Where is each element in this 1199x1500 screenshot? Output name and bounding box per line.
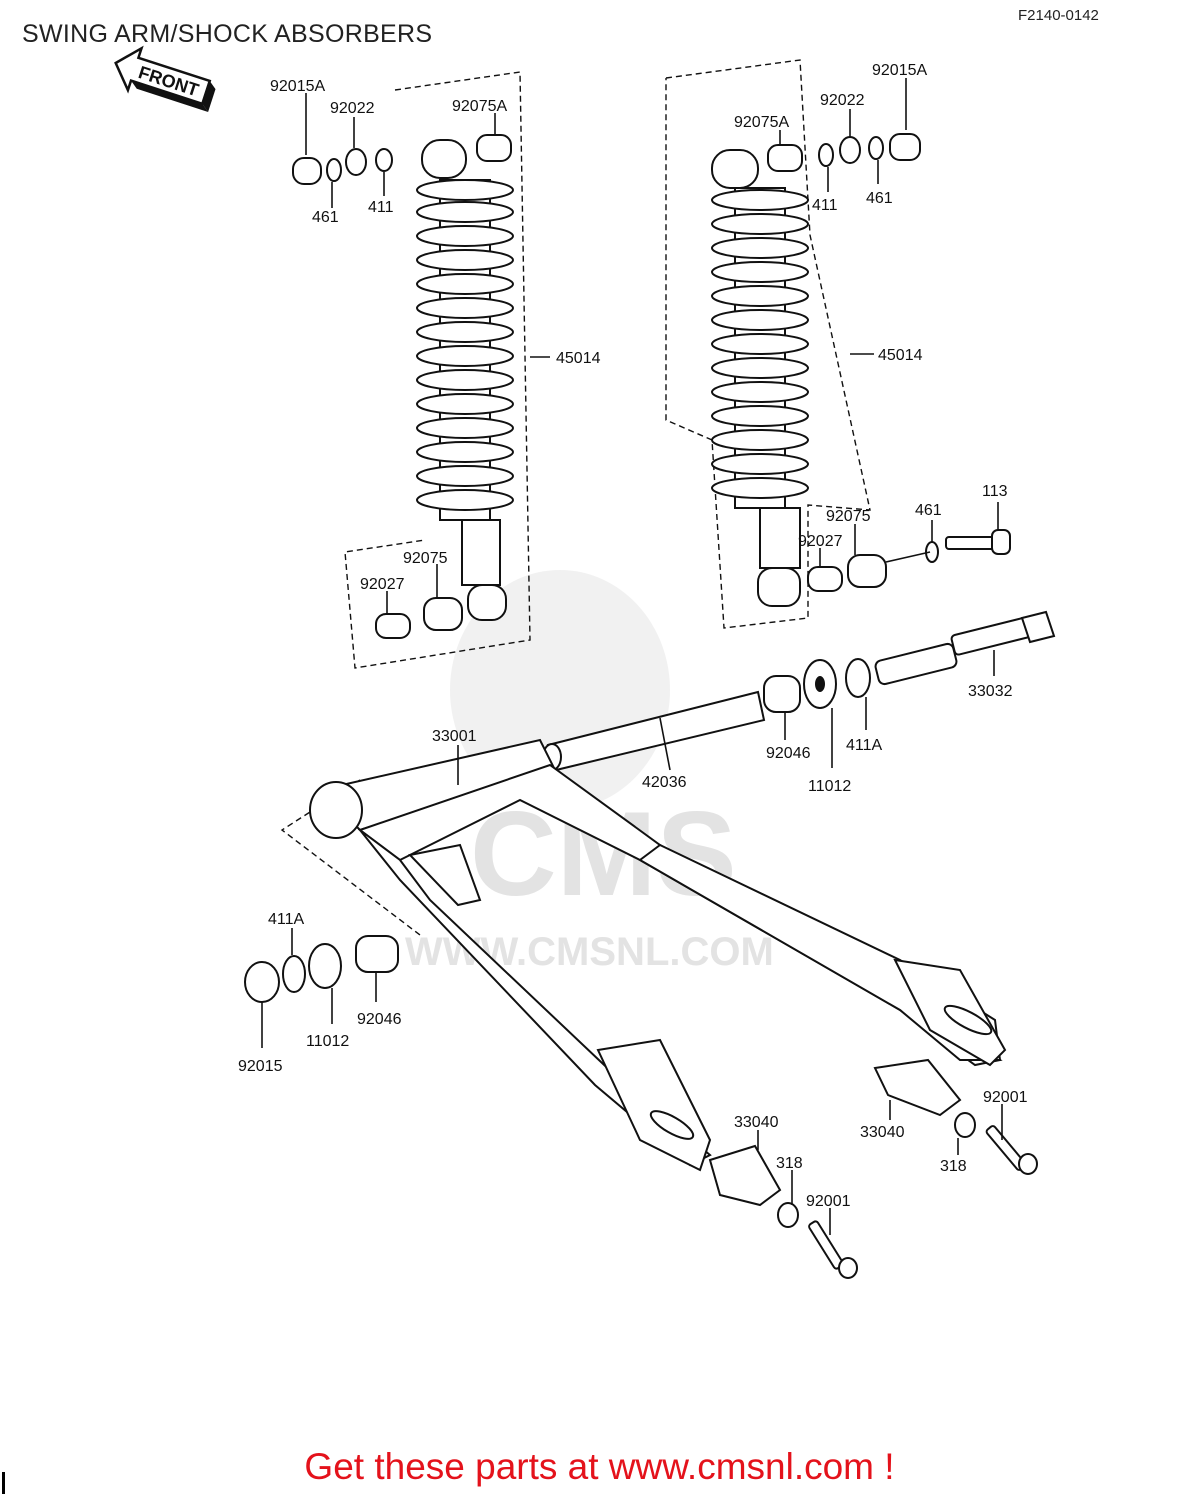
callout-92046-right: 92046 bbox=[766, 745, 811, 762]
left-shock-absorber: 92015A 92022 92075A 461 411 45014 92075 … bbox=[270, 71, 601, 669]
figure-code: F2140-0142 bbox=[1018, 7, 1099, 24]
right-shock-absorber: 92015A 92022 92075A 411 461 45014 92075 … bbox=[665, 59, 1011, 629]
callout-33001: 33001 bbox=[432, 728, 477, 745]
callout-411-right: 411 bbox=[812, 197, 838, 214]
callout-92001-left: 92001 bbox=[806, 1193, 851, 1210]
left-spring bbox=[416, 179, 514, 511]
callout-45014-left: 45014 bbox=[556, 350, 601, 367]
callout-92075A-left: 92075A bbox=[452, 98, 507, 115]
callout-461-right-lower: 461 bbox=[915, 502, 942, 519]
callout-92027-right: 92027 bbox=[798, 533, 843, 550]
callout-318-right: 318 bbox=[940, 1158, 967, 1175]
callout-92022-left: 92022 bbox=[330, 100, 375, 117]
swing-arm: 33001 bbox=[280, 728, 1007, 1172]
page-title: SWING ARM/SHOCK ABSORBERS bbox=[22, 20, 433, 48]
callout-411A-left: 411A bbox=[268, 911, 305, 928]
callout-42036: 42036 bbox=[642, 774, 687, 791]
callout-92015: 92015 bbox=[238, 1058, 283, 1075]
callout-113: 113 bbox=[982, 483, 1008, 500]
callout-11012-right: 11012 bbox=[808, 778, 851, 795]
callout-461-left: 461 bbox=[312, 209, 339, 226]
callout-11012-left: 11012 bbox=[306, 1033, 349, 1050]
callout-33040-left: 33040 bbox=[734, 1114, 779, 1131]
callout-411-left: 411 bbox=[368, 199, 394, 216]
callout-92015A-left: 92015A bbox=[270, 78, 325, 95]
callout-92001-right: 92001 bbox=[983, 1089, 1028, 1106]
promo-link[interactable]: Get these parts at www.cmsnl.com ! bbox=[304, 1446, 895, 1487]
callout-318-left: 318 bbox=[776, 1155, 803, 1172]
callout-92022-right: 92022 bbox=[820, 92, 865, 109]
callout-92027-left: 92027 bbox=[360, 576, 405, 593]
callout-92015A-right: 92015A bbox=[872, 62, 927, 79]
pivot-assembly: 33032 92046 411A 42036 11012 411A 92046 … bbox=[238, 610, 1056, 1075]
callout-92075-left: 92075 bbox=[403, 550, 448, 567]
text-cursor-mark bbox=[2, 1472, 5, 1494]
callout-45014-right: 45014 bbox=[878, 347, 923, 364]
front-arrow-badge: FRONT bbox=[114, 45, 216, 112]
right-spring bbox=[711, 189, 809, 499]
callout-33040-right: 33040 bbox=[860, 1124, 905, 1141]
callout-92046-left: 92046 bbox=[357, 1011, 402, 1028]
callout-92075-right: 92075 bbox=[826, 508, 871, 525]
callout-411A-right: 411A bbox=[846, 737, 883, 754]
callout-33032: 33032 bbox=[968, 683, 1013, 700]
chain-adjusters: 33040 318 92001 33040 92001 318 bbox=[708, 1058, 1038, 1279]
callout-461-right: 461 bbox=[866, 190, 893, 207]
callout-92075A-right: 92075A bbox=[734, 114, 789, 131]
